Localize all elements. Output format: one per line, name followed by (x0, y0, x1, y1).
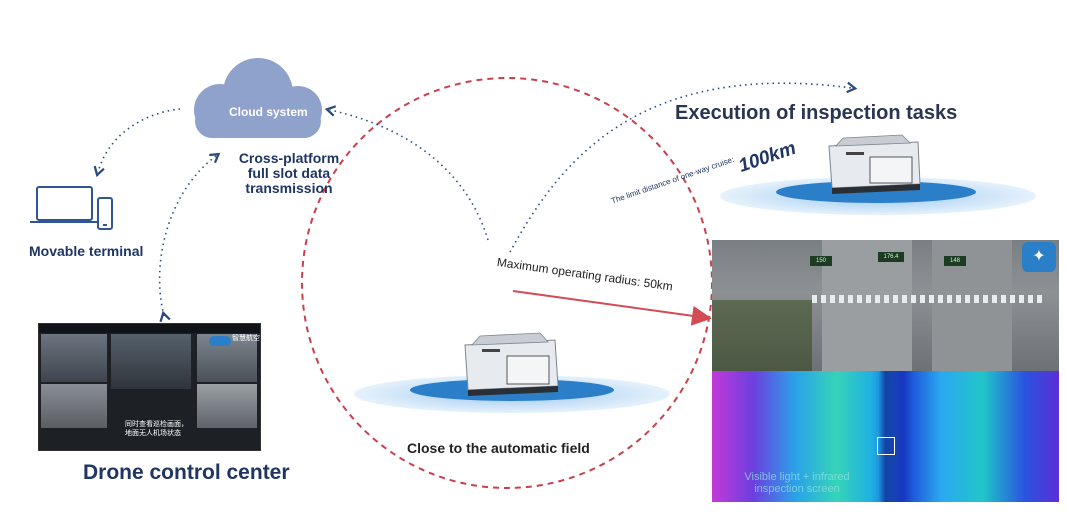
link-center-to-cloud (158, 152, 221, 323)
transmission-line-1: Cross-platform (238, 150, 340, 166)
camera-tag-1: 150 (810, 256, 832, 266)
inspection-station-box (828, 134, 921, 194)
camera-tag-3: 148 (944, 256, 966, 266)
screen-tile-4 (197, 384, 257, 428)
camera-tag-2: 176.4 (878, 252, 904, 262)
screen-caption-2: 地面无人机场状态 (125, 430, 181, 437)
center-station-box (464, 332, 559, 396)
station-label: Close to the automatic field (407, 440, 590, 456)
crosswalk (812, 295, 1042, 303)
screen-map (111, 334, 191, 389)
drone-logo-icon: ✦ (1022, 242, 1056, 272)
transmission-line-2: full slot data (247, 165, 331, 181)
link-station-to-cloud (324, 105, 489, 241)
terminal-icon (30, 186, 113, 230)
transmission-caption: Cross-platform full slot data transmissi… (229, 151, 349, 196)
screen-logo-text: 智慧航空 (232, 335, 260, 342)
trees (712, 300, 812, 371)
target-box (877, 437, 895, 455)
movable-terminal-label: Movable terminal (29, 243, 144, 259)
control-center-title: Drone control center (83, 461, 290, 484)
screen-logo-icon (209, 336, 231, 346)
radius-arrow (512, 290, 712, 326)
screen-tile-2 (41, 384, 107, 428)
infrared-feed: Visible light + infrared inspection scre… (712, 371, 1059, 502)
cloud-system-label: Cloud system (229, 105, 308, 119)
link-cloud-to-terminal (93, 108, 181, 178)
screen-caption-1: 同时查看巡检画面， (125, 421, 188, 428)
inspection-title: Execution of inspection tasks (675, 102, 958, 124)
ir-label-line-1: Visible light + infrared (744, 471, 850, 483)
visible-light-feed: 150 176.4 148 ✦ (712, 240, 1059, 371)
transmission-line-3: transmission (245, 180, 333, 196)
screen-tile-1 (41, 334, 107, 382)
ir-label-line-2: inspection screen (754, 483, 840, 495)
control-center-screen: 智慧航空 同时查看巡检画面， 地面无人机场状态 (38, 323, 261, 451)
screen-topbar (39, 324, 260, 333)
cloud-shape (194, 58, 322, 138)
